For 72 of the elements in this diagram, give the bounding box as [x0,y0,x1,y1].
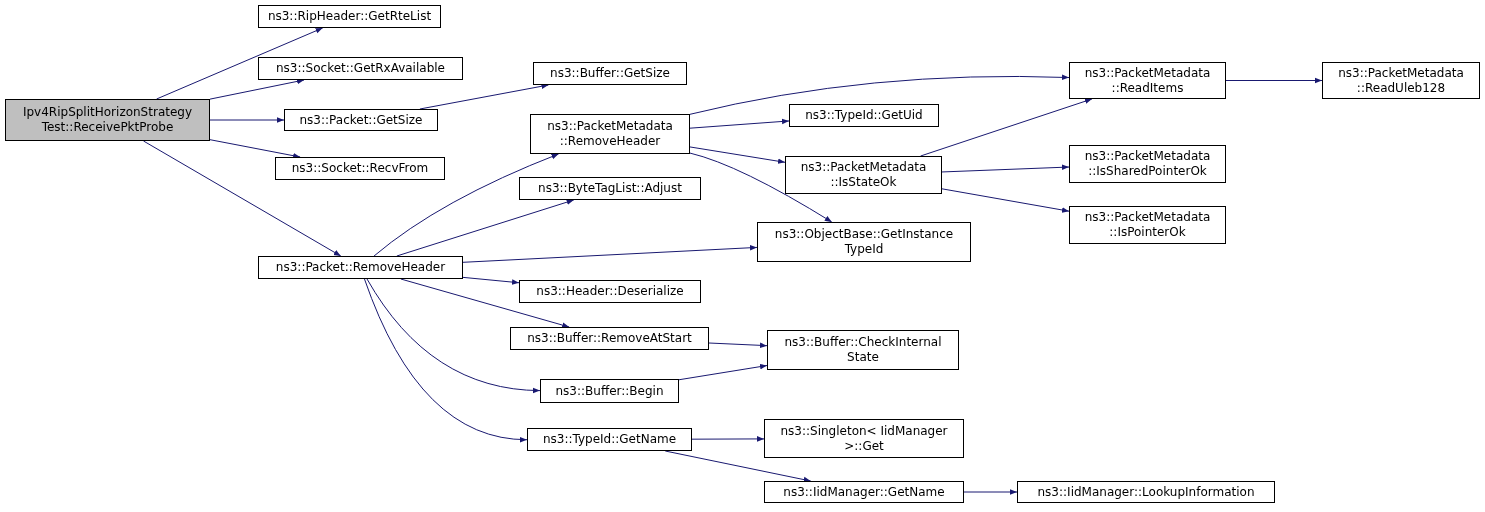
function-box [1069,62,1226,99]
call-arrow [462,245,758,263]
highlighted-function-box [5,99,210,141]
call-arrow [1225,77,1323,84]
function-name: ns3::Buffer::GetSize [550,66,670,81]
call-arrow [689,74,1070,115]
function-name: ns3::PacketMetadata ::ReadUleb128 [1337,65,1465,96]
call-arrow [209,139,301,159]
call-arrow [396,199,575,257]
function-box [284,109,438,131]
call-arrow [963,489,1018,495]
function-name: ns3::IidManager::GetName [783,484,945,500]
function-name: ns3::PacketMetadata ::IsSharedPointerOk [1083,149,1212,179]
call-arrow [363,278,528,443]
function-name: ns3::Packet::RemoveHeader [275,260,446,275]
function-box [519,280,701,303]
call-arrow [209,78,305,100]
call-arrow [708,342,768,349]
function-name: ns3::Socket::RecvFrom [291,161,429,176]
function-name: ns3::Header::Deserialize [536,284,684,299]
function-name: ns3::IidManager::LookupInformation [1037,484,1255,500]
function-box [764,481,964,503]
function-name: ns3::PacketMetadata ::IsStateOk [799,160,928,190]
function-box [258,57,463,80]
function-name: ns3::Singleton< IidManager >::Get [779,423,949,454]
function-box [1017,481,1275,503]
call-arrow [941,188,1070,213]
function-box [258,256,463,279]
function-box [540,379,679,403]
call-arrow [366,278,541,394]
function-box [530,114,690,154]
function-box [785,156,942,194]
function-box [767,330,959,370]
function-name: ns3::Buffer::RemoveAtStart [527,331,692,346]
call-arrow [920,98,1093,157]
call-arrow [678,363,768,381]
function-name: ns3::PacketMetadata ::ReadItems [1083,65,1212,96]
call-arrow [156,27,324,100]
function-name: Ipv4RipSplitHorizonStrategy Test::ReceivePktProbe [21,105,194,135]
call-arrow [400,278,570,328]
function-name: ns3::Socket::GetRxAvailable [276,61,445,76]
function-box [789,104,939,127]
function-name: ns3::PacketMetadata ::IsPointerOk [1083,210,1212,240]
call-arrow [689,146,786,164]
function-name: ns3::RipHeader::GetRteList [267,9,432,24]
call-arrow [689,152,833,223]
function-box [1069,206,1226,244]
call-arrow [691,436,765,442]
function-box [764,419,964,458]
function-box [1322,62,1480,99]
function-box [1069,145,1226,183]
function-name: ns3::Buffer::Begin [555,383,664,399]
call-arrow [143,140,342,257]
call-arrow [941,164,1070,173]
function-name: ns3::TypeId::GetUid [805,108,923,123]
call-arrow [373,153,559,257]
function-name: ns3::ObjectBase::GetInstance TypeId [773,227,955,257]
function-box [533,62,687,85]
function-name: ns3::Buffer::CheckInternal State [783,335,943,365]
call-arrow [209,117,285,123]
function-name: ns3::TypeId::GetName [542,432,677,447]
function-name: ns3::ByteTagList::Adjust [538,181,682,196]
function-box [510,327,709,350]
call-arrow [462,276,520,285]
function-name: ns3::Packet::GetSize [299,112,423,128]
function-name: ns3::PacketMetadata ::RemoveHeader [546,119,674,149]
call-arrow [689,118,790,129]
function-box [527,428,692,451]
function-box [258,5,441,28]
function-box [757,222,971,262]
function-box [519,177,701,200]
function-box [275,157,445,180]
